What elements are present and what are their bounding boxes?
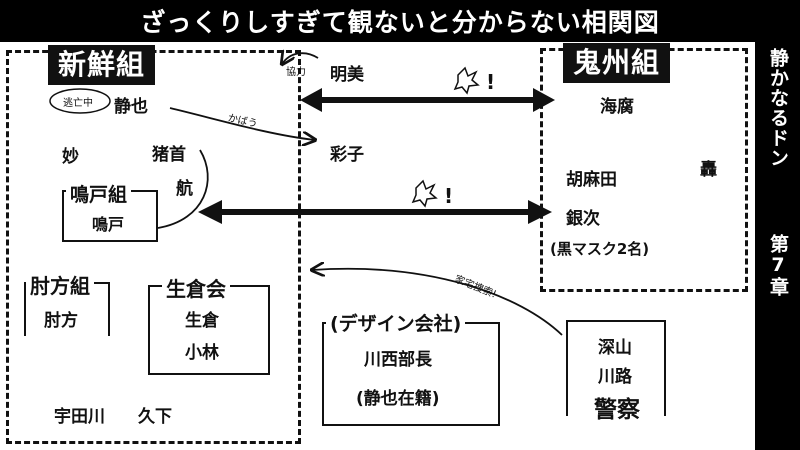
- person-tae: 妙: [62, 147, 79, 167]
- person-kobayashi: 小林: [185, 343, 219, 363]
- clash-mark-1: !: [486, 70, 496, 94]
- design-company-label: (デザイン会社): [326, 309, 466, 336]
- person-ayako: 彩子: [330, 145, 364, 165]
- person-akemi: 明美: [330, 65, 364, 85]
- person-kosoda: 胡麻田: [566, 170, 617, 190]
- clash-burst-icon-1: [453, 66, 480, 95]
- design-company-box: [322, 322, 500, 426]
- person-shizuya: 静也: [114, 97, 148, 117]
- person-kawaji: 川路: [598, 367, 632, 387]
- person-fukayama: 深山: [598, 338, 632, 358]
- person-hijikata: 肘方: [44, 311, 78, 331]
- clash-mark-2: !: [444, 184, 454, 208]
- person-inokubi: 猪首: [152, 145, 186, 165]
- masked-men: (黒マスク2名): [550, 240, 650, 258]
- inokubi-naruto-curve: [157, 149, 209, 229]
- person-kaifu: 海腐: [600, 97, 634, 117]
- person-kawanishi: 川西部長: [364, 350, 432, 370]
- person-todoroki: 轟: [700, 160, 717, 180]
- person-wataru: 航: [176, 179, 193, 199]
- narutogumi-label: 鳴戸組: [66, 180, 132, 207]
- cooperate-annotation: 協力: [286, 67, 306, 78]
- hijikatagumi-label: 肘方組: [26, 270, 94, 299]
- person-naruto: 鳴戸: [92, 215, 125, 234]
- cooperate-arrow: [282, 53, 319, 64]
- chapter-sidebar: 静かなるドン 第7章: [755, 42, 800, 450]
- police-label: 警察: [590, 390, 644, 424]
- series-title: 静かなるドン: [767, 48, 789, 168]
- ikurakai-label: 生倉会: [162, 273, 230, 302]
- clash-burst-icon-2: [411, 179, 438, 208]
- shizuya-employed: (静也在籍): [356, 389, 440, 409]
- person-ginji: 銀次: [566, 209, 600, 229]
- escaping-annotation: 逃亡中: [63, 98, 93, 109]
- protect-arrow: [169, 107, 315, 140]
- kishugumi-label: 鬼州組: [563, 43, 671, 83]
- shinsengumi-label: 新鮮組: [48, 45, 156, 85]
- search-arrow: [312, 269, 563, 336]
- person-ikura: 生倉: [185, 311, 219, 331]
- person-kushita: 久下: [138, 407, 172, 427]
- escaping-bubble: [49, 88, 111, 114]
- page-title: ざっくりしすぎて観ないと分からない相関図: [0, 0, 800, 42]
- police-box: [566, 320, 666, 416]
- chapter-number: 第7章: [767, 234, 789, 297]
- person-udagawa: 宇田川: [54, 407, 105, 427]
